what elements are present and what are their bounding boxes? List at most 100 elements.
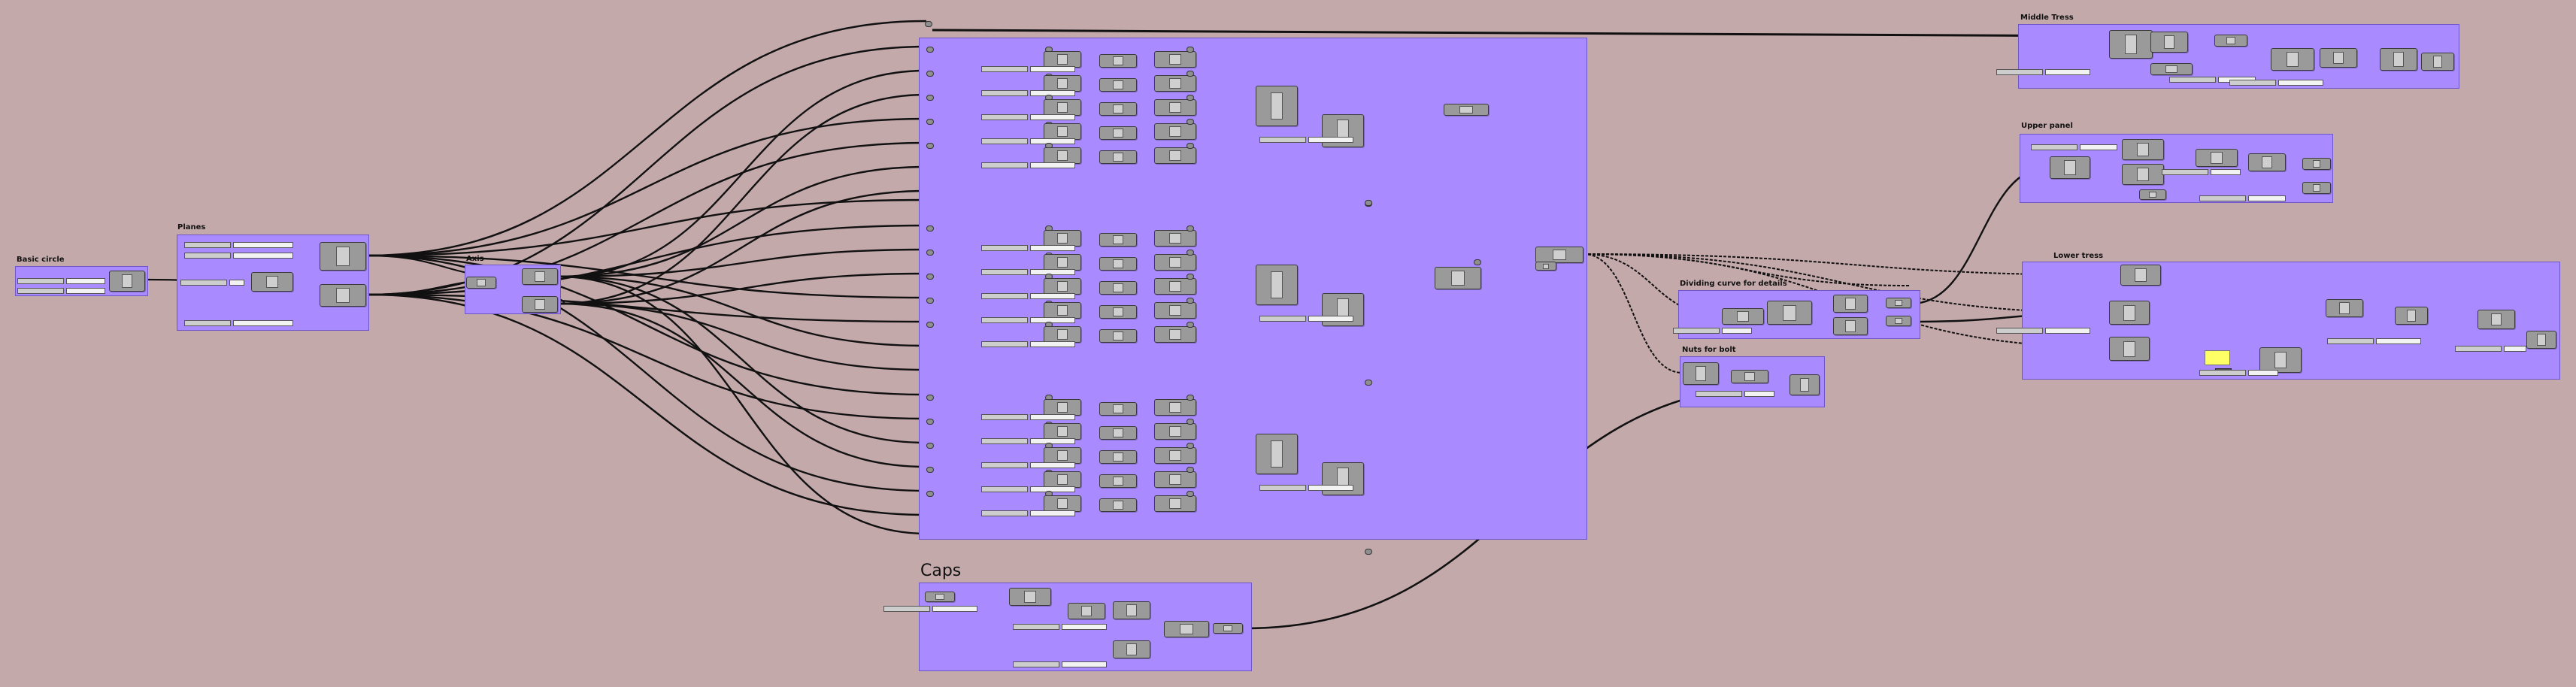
number-slider[interactable] <box>2455 346 2526 352</box>
divide-component[interactable] <box>1044 326 1081 343</box>
move-component[interactable] <box>1099 281 1137 295</box>
relay-node[interactable] <box>1474 259 1481 265</box>
upper-panel-node[interactable] <box>2139 189 2166 200</box>
move-component[interactable] <box>1099 474 1137 488</box>
number-slider[interactable] <box>981 162 1075 168</box>
axis-component[interactable] <box>466 277 496 289</box>
relay-node[interactable] <box>926 443 934 449</box>
upper-panel-node[interactable] <box>2302 158 2331 170</box>
caps-node[interactable] <box>1113 640 1150 658</box>
merge-component[interactable] <box>1256 265 1298 305</box>
upper-panel-node[interactable] <box>2050 156 2090 179</box>
upper-panel-node[interactable] <box>2122 139 2164 160</box>
relay-node[interactable] <box>926 95 934 101</box>
axis-component[interactable] <box>522 268 558 285</box>
relay-node[interactable] <box>926 143 934 149</box>
dividing-curve-node[interactable] <box>1833 317 1868 335</box>
dividing-curve-node[interactable] <box>1833 295 1868 313</box>
relay-node[interactable] <box>926 274 934 280</box>
divide-component[interactable] <box>1044 75 1081 92</box>
number-slider[interactable] <box>1673 328 1752 334</box>
number-slider[interactable] <box>1696 391 1774 397</box>
number-slider[interactable] <box>1996 69 2090 75</box>
number-slider[interactable] <box>1259 485 1353 491</box>
relay-node[interactable] <box>1186 467 1194 473</box>
plane-component[interactable] <box>320 284 366 307</box>
divide-component[interactable] <box>1044 471 1081 488</box>
number-slider[interactable] <box>184 253 293 259</box>
divide-component[interactable] <box>1044 399 1081 416</box>
middle-tress-node[interactable] <box>2109 30 2153 59</box>
move-component[interactable] <box>1099 257 1137 271</box>
divide-component[interactable] <box>1044 447 1081 464</box>
move-component[interactable] <box>1099 402 1137 416</box>
number-slider[interactable] <box>17 278 105 284</box>
divide-component[interactable] <box>1044 51 1081 68</box>
line-component[interactable] <box>1154 51 1196 68</box>
lower-tress-node[interactable] <box>2259 347 2302 373</box>
move-component[interactable] <box>1099 54 1137 68</box>
line-component[interactable] <box>1154 75 1196 92</box>
middle-tress-node[interactable] <box>2150 63 2193 75</box>
move-component[interactable] <box>1099 498 1137 512</box>
move-component[interactable] <box>1099 78 1137 92</box>
line-component[interactable] <box>1154 326 1196 343</box>
pipe-component[interactable] <box>1444 104 1489 116</box>
upper-panel-node[interactable] <box>2196 149 2238 167</box>
relay-node[interactable] <box>1186 443 1194 449</box>
divide-component[interactable] <box>1044 99 1081 116</box>
relay-node[interactable] <box>926 250 934 256</box>
middle-tress-node[interactable] <box>2380 48 2417 71</box>
number-slider[interactable] <box>2199 370 2278 376</box>
number-slider[interactable] <box>981 462 1075 468</box>
relay-node[interactable] <box>1365 549 1372 555</box>
divide-component[interactable] <box>1044 495 1081 512</box>
relay-node[interactable] <box>926 71 934 77</box>
number-slider[interactable] <box>2162 169 2241 175</box>
relay-node[interactable] <box>1186 47 1194 53</box>
line-component[interactable] <box>1154 302 1196 319</box>
relay-node[interactable] <box>1186 143 1194 149</box>
line-component[interactable] <box>1154 399 1196 416</box>
nuts-node[interactable] <box>1731 370 1768 383</box>
number-slider[interactable] <box>981 138 1075 144</box>
number-slider[interactable] <box>2327 338 2421 344</box>
move-component[interactable] <box>1099 126 1137 140</box>
relay-node[interactable] <box>1365 380 1372 386</box>
caps-node[interactable] <box>1113 601 1150 619</box>
lower-tress-node[interactable] <box>2526 331 2556 349</box>
number-slider[interactable] <box>981 293 1075 299</box>
relay-node[interactable] <box>1186 95 1194 101</box>
middle-tress-node[interactable] <box>2320 48 2357 68</box>
number-slider[interactable] <box>1259 316 1353 322</box>
dividing-curve-node[interactable] <box>1886 316 1911 326</box>
line-component[interactable] <box>1154 147 1196 164</box>
divide-component[interactable] <box>1044 302 1081 319</box>
upper-panel-node[interactable] <box>2122 164 2164 185</box>
lower-tress-node[interactable] <box>2478 310 2515 329</box>
upper-panel-node[interactable] <box>2302 182 2331 194</box>
number-slider[interactable] <box>184 242 293 248</box>
caps-node[interactable] <box>1164 621 1209 637</box>
relay-node[interactable] <box>1186 71 1194 77</box>
line-component[interactable] <box>1154 495 1196 512</box>
relay-node[interactable] <box>926 119 934 125</box>
middle-tress-node[interactable] <box>2214 35 2247 47</box>
caps-node[interactable] <box>1068 603 1105 619</box>
relay-node[interactable] <box>926 419 934 425</box>
relay-node[interactable] <box>1186 119 1194 125</box>
number-slider[interactable] <box>184 320 293 326</box>
middle-tress-node[interactable] <box>2421 53 2454 71</box>
number-slider[interactable] <box>981 438 1075 444</box>
relay-node[interactable] <box>926 491 934 497</box>
lower-tress-node[interactable] <box>2395 307 2428 325</box>
move-component[interactable] <box>1099 150 1137 164</box>
caps-node[interactable] <box>925 592 955 602</box>
relay-node[interactable] <box>926 298 934 304</box>
relay-node[interactable] <box>1186 491 1194 497</box>
divide-component[interactable] <box>1044 254 1081 271</box>
number-slider[interactable] <box>1259 137 1353 143</box>
nuts-node[interactable] <box>1683 362 1719 385</box>
move-component[interactable] <box>1099 233 1137 247</box>
number-slider[interactable] <box>17 288 105 294</box>
